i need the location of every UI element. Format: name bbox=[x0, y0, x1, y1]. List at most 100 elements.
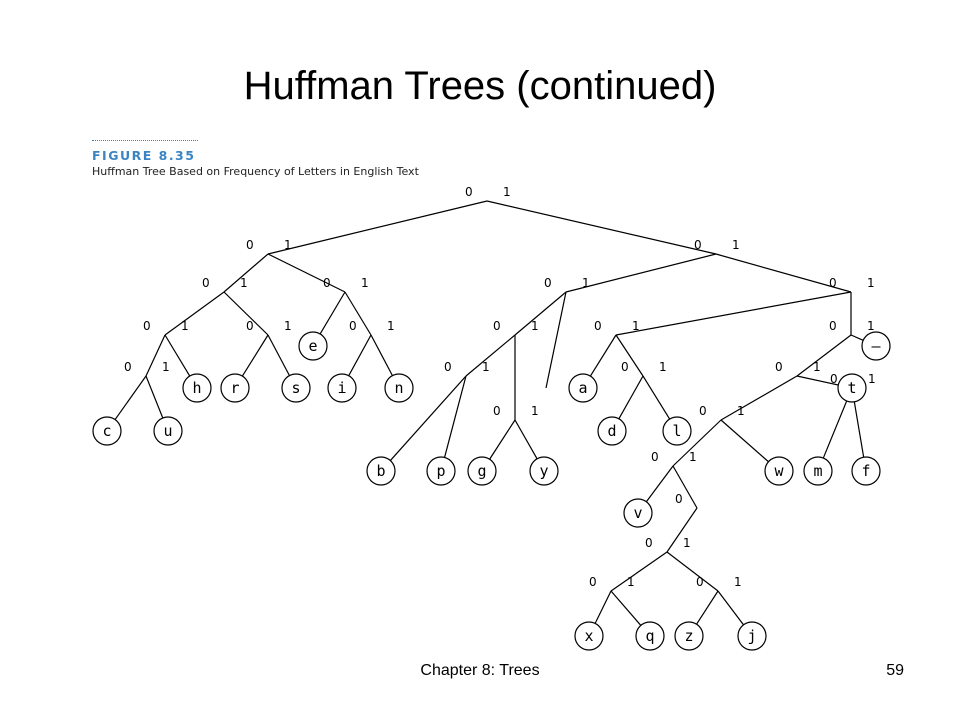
leaf-circle bbox=[803, 456, 833, 486]
edge-label: 0 bbox=[246, 238, 254, 252]
leaf-symbol: q bbox=[645, 627, 654, 645]
tree-edge bbox=[145, 334, 166, 377]
leaf-circle bbox=[529, 456, 559, 486]
leaf-circle bbox=[851, 456, 881, 486]
tree-edge bbox=[319, 291, 346, 335]
tree-edge bbox=[164, 334, 191, 377]
tree-edge bbox=[672, 419, 722, 467]
leaf-node: h bbox=[182, 373, 212, 403]
tree-edge bbox=[465, 334, 516, 377]
leaf-symbol: j bbox=[747, 627, 756, 645]
edge-label: 0 bbox=[544, 276, 552, 290]
leaf-node: — bbox=[861, 331, 891, 361]
edge-label: 1 bbox=[582, 276, 590, 290]
edge-label: 0 bbox=[124, 360, 132, 374]
tree-edge bbox=[223, 291, 269, 336]
leaf-node: f bbox=[851, 456, 881, 486]
leaf-node: j bbox=[737, 621, 767, 651]
tree-edge bbox=[514, 419, 538, 460]
edge-label: 1 bbox=[181, 319, 189, 333]
tree-edges bbox=[114, 200, 865, 626]
edge-label: 0 bbox=[246, 319, 254, 333]
leaf-node: i bbox=[327, 373, 357, 403]
edge-label: 1 bbox=[683, 536, 691, 550]
leaf-node: n bbox=[384, 373, 414, 403]
edge-label: 1 bbox=[689, 450, 697, 464]
tree-edge bbox=[618, 375, 644, 420]
leaf-node: p bbox=[426, 456, 456, 486]
tree-edge bbox=[720, 419, 769, 463]
leaf-symbol: a bbox=[578, 379, 587, 397]
edge-label: 1 bbox=[531, 404, 539, 418]
edge-label: 0 bbox=[323, 276, 331, 290]
leaf-circle bbox=[220, 373, 250, 403]
edge-label: 0 bbox=[675, 492, 683, 506]
edge-label: 0 bbox=[829, 276, 837, 290]
edge-label: 1 bbox=[284, 238, 292, 252]
leaf-symbol: m bbox=[813, 462, 822, 480]
edge-label: 1 bbox=[867, 276, 875, 290]
edge-label: 1 bbox=[627, 575, 635, 589]
tree-edge bbox=[666, 551, 719, 592]
leaf-circle bbox=[327, 373, 357, 403]
edge-label: 0 bbox=[493, 404, 501, 418]
edge-label: 1 bbox=[162, 360, 170, 374]
edge-label: 0 bbox=[589, 575, 597, 589]
edge-label: 0 bbox=[696, 575, 704, 589]
leaf-node: r bbox=[220, 373, 250, 403]
tree-edge bbox=[370, 334, 393, 376]
tree-edge bbox=[666, 507, 698, 553]
tree-edge bbox=[594, 590, 612, 624]
edge-label: 1 bbox=[867, 319, 875, 333]
leaf-node: b bbox=[366, 456, 396, 486]
tree-edge bbox=[389, 375, 467, 461]
tree-edge bbox=[114, 375, 147, 420]
tree-edge bbox=[672, 465, 698, 509]
edge-label: 0 bbox=[594, 319, 602, 333]
tree-edge bbox=[610, 590, 642, 626]
edge-label: 1 bbox=[387, 319, 395, 333]
leaf-circle bbox=[298, 331, 328, 361]
leaf-circle bbox=[366, 456, 396, 486]
tree-edge bbox=[717, 590, 745, 626]
tree-edge bbox=[850, 334, 864, 341]
leaf-node: g bbox=[467, 456, 497, 486]
leaf-circle bbox=[597, 416, 627, 446]
leaf-circle bbox=[737, 621, 767, 651]
leaf-circle bbox=[384, 373, 414, 403]
leaf-circle bbox=[92, 416, 122, 446]
edge-label: 1 bbox=[361, 276, 369, 290]
leaf-circle bbox=[764, 456, 794, 486]
edge-label: 0 bbox=[699, 404, 707, 418]
leaf-node: z bbox=[674, 621, 704, 651]
leaf-circle bbox=[426, 456, 456, 486]
edge-label: 0 bbox=[775, 360, 783, 374]
slide-number: 59 bbox=[886, 662, 904, 679]
edge-label: 0 bbox=[444, 360, 452, 374]
tree-edge bbox=[696, 590, 719, 625]
leaf-circle bbox=[662, 416, 692, 446]
edge-label: 1 bbox=[737, 404, 745, 418]
edge-label: 0 bbox=[694, 238, 702, 252]
leaf-symbol: z bbox=[684, 627, 693, 645]
tree-edge bbox=[514, 291, 567, 336]
leaf-node: c bbox=[92, 416, 122, 446]
tree-edge bbox=[545, 291, 567, 389]
tree-edge bbox=[145, 375, 164, 419]
leaf-node: w bbox=[764, 456, 794, 486]
leaf-circle bbox=[635, 621, 665, 651]
edge-label: 1 bbox=[632, 319, 640, 333]
leaf-symbol: — bbox=[871, 337, 881, 355]
leaf-node: u bbox=[153, 416, 183, 446]
leaf-symbol: s bbox=[291, 379, 300, 397]
edge-label: 1 bbox=[659, 360, 667, 374]
leaf-symbol: h bbox=[192, 379, 201, 397]
edge-label: 0 bbox=[621, 360, 629, 374]
leaf-symbol: n bbox=[394, 379, 403, 397]
edge-label: 0 bbox=[830, 372, 838, 386]
tree-edge bbox=[267, 200, 488, 255]
edge-label: 0 bbox=[349, 319, 357, 333]
leaf-symbol: f bbox=[861, 462, 870, 480]
leaf-symbol: g bbox=[477, 462, 486, 480]
